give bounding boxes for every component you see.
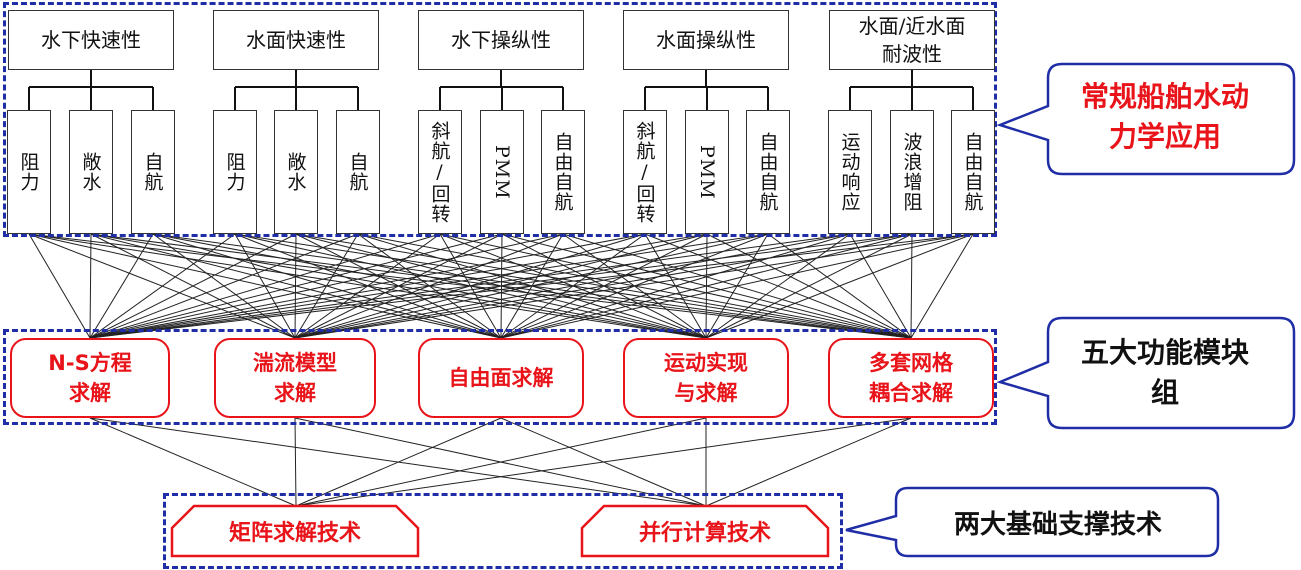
mesh-line bbox=[294, 233, 913, 339]
mesh-line bbox=[89, 233, 441, 339]
mesh-line bbox=[89, 233, 646, 339]
mesh-line bbox=[910, 233, 974, 339]
technique-shape-0 bbox=[170, 504, 420, 558]
callout-applications-bubble bbox=[996, 62, 1296, 176]
sub-box-1-0: 阻力 bbox=[213, 110, 257, 234]
callout-modules-text: 五大功能模块 组 bbox=[1080, 336, 1249, 409]
module-box-2: 自由面求解 bbox=[418, 338, 584, 418]
callout-techniques-text: 两大基础支撑技术 bbox=[953, 509, 1162, 540]
mesh-line bbox=[500, 233, 851, 339]
mesh-line bbox=[89, 233, 708, 339]
technique-label-1: 并行计算技术 bbox=[638, 521, 771, 546]
mesh-line bbox=[89, 233, 92, 339]
mesh-line bbox=[28, 233, 91, 339]
mesh-line bbox=[89, 233, 913, 339]
sub-box-3-0: 斜航/回转 bbox=[623, 110, 667, 234]
sub-box-4-0: 运动响应 bbox=[828, 110, 872, 234]
mesh-line bbox=[89, 233, 154, 339]
techniques-group-frame bbox=[163, 493, 843, 569]
support-line bbox=[294, 417, 297, 507]
support-line bbox=[89, 417, 297, 507]
category-box-2: 水下操纵性 bbox=[418, 10, 584, 70]
sub-box-0-2: 自航 bbox=[131, 110, 175, 234]
sub-box-4-2: 自由自航 bbox=[951, 110, 995, 234]
category-box-3: 水面操纵性 bbox=[623, 10, 789, 70]
sub-box-2-1: PMM bbox=[480, 110, 524, 234]
mesh-line bbox=[89, 233, 297, 339]
mesh-line bbox=[89, 233, 359, 339]
sub-box-3-1: PMM bbox=[685, 110, 729, 234]
sub-box-0-1: 敞水 bbox=[69, 110, 113, 234]
sub-box-2-2: 自由自航 bbox=[541, 110, 585, 234]
support-line bbox=[295, 417, 707, 507]
support-line bbox=[295, 417, 502, 507]
technique-label-0: 矩阵求解技术 bbox=[228, 521, 361, 546]
mesh-line bbox=[294, 233, 851, 339]
sub-box-2-0: 斜航/回转 bbox=[418, 110, 462, 234]
sub-box-1-1: 敞水 bbox=[274, 110, 318, 234]
modules-group-frame bbox=[3, 329, 997, 425]
mesh-line bbox=[500, 233, 974, 339]
category-box-4: 水面/近水面 耐波性 bbox=[829, 10, 995, 70]
mesh-line bbox=[705, 233, 974, 339]
module-box-1: 湍流模型 求解 bbox=[214, 338, 376, 418]
module-box-4: 多套网格 耦合求解 bbox=[828, 338, 994, 418]
support-line bbox=[295, 417, 912, 507]
category-box-0: 水下快速性 bbox=[8, 10, 174, 70]
module-box-0: N-S方程 求解 bbox=[10, 338, 170, 418]
callout-modules-bubble bbox=[996, 316, 1296, 430]
callout-techniques-bubble bbox=[845, 486, 1220, 558]
technique-shape-1 bbox=[580, 504, 830, 558]
mesh-line bbox=[89, 233, 236, 339]
callout-applications-text: 常规船舶水动 力学应用 bbox=[1080, 80, 1249, 153]
module-box-3: 运动实现 与求解 bbox=[623, 338, 789, 418]
mesh-line bbox=[89, 233, 564, 339]
mesh-line bbox=[89, 233, 503, 339]
sub-box-4-1: 波浪增阻 bbox=[890, 110, 934, 234]
mesh-line bbox=[89, 233, 851, 339]
mesh-line bbox=[89, 233, 769, 339]
mesh-line bbox=[294, 233, 974, 339]
mesh-line bbox=[705, 233, 913, 339]
sub-box-0-0: 阻力 bbox=[7, 110, 51, 234]
applications-group-frame bbox=[3, 2, 997, 237]
support-line bbox=[705, 417, 912, 507]
mesh-line bbox=[500, 233, 913, 339]
mesh-line bbox=[89, 233, 974, 339]
mesh-line bbox=[910, 233, 913, 339]
sub-box-3-2: 自由自航 bbox=[746, 110, 790, 234]
sub-box-1-2: 自航 bbox=[336, 110, 380, 234]
category-box-1: 水面快速性 bbox=[213, 10, 379, 70]
